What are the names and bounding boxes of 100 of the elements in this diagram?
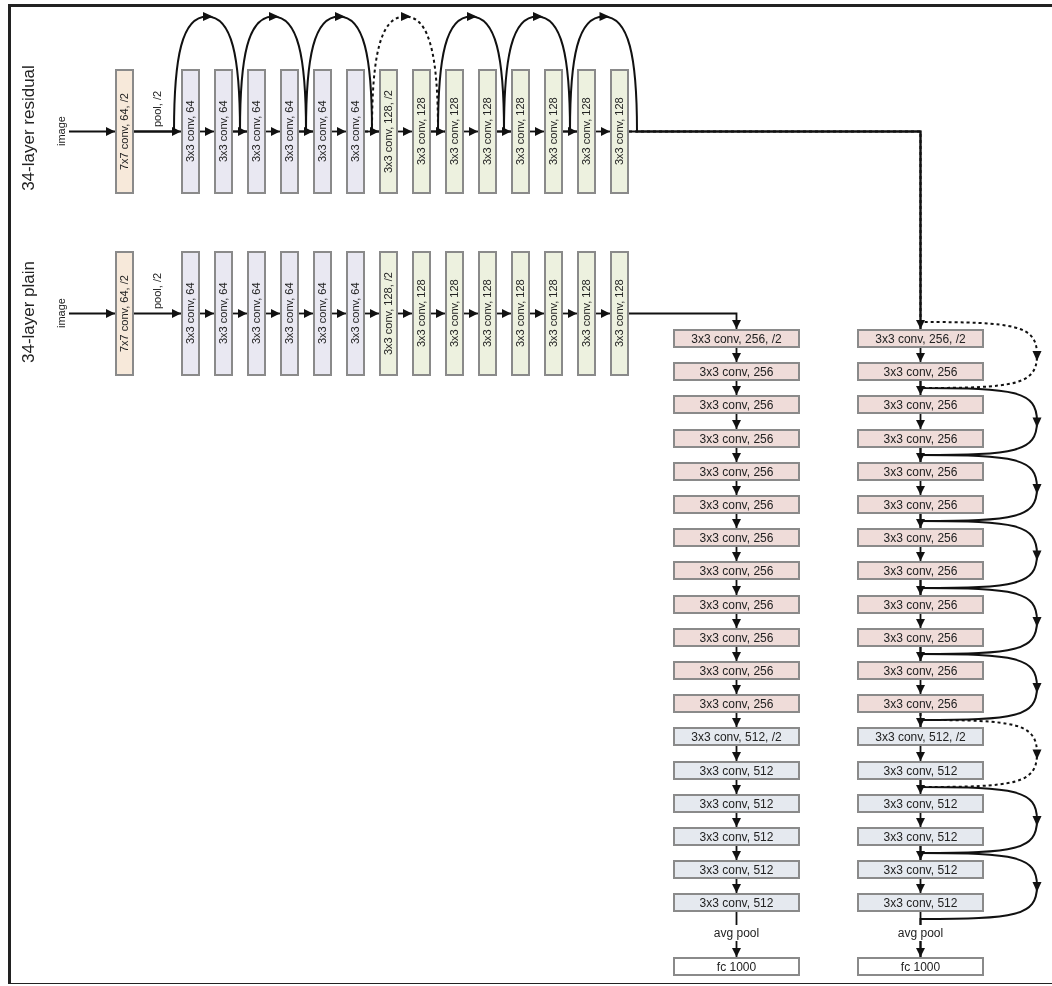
edge-label: avg pool: [895, 924, 946, 941]
arrow: [732, 347, 741, 363]
arrow: [916, 546, 925, 562]
layer-box: 3x3 conv, 64: [280, 251, 299, 376]
layer-box: 3x3 conv, 512: [857, 794, 984, 813]
layer-box: 3x3 conv, 256: [857, 462, 984, 481]
layer-box: 3x3 conv, 256: [673, 495, 800, 514]
edge-label: pool, /2: [151, 272, 163, 309]
arrow: [916, 613, 925, 629]
layer-box: 3x3 conv, 512, /2: [673, 727, 800, 746]
layer-box: 3x3 conv, 64: [247, 69, 266, 194]
layer-box: 3x3 conv, 128: [445, 69, 464, 194]
arrow: [732, 546, 741, 562]
arrow: [732, 878, 741, 894]
layer-box: 3x3 conv, 256: [673, 395, 800, 414]
layer-box: fc 1000: [673, 957, 800, 976]
layer-box: 3x3 conv, 256: [857, 628, 984, 647]
arrow: [133, 309, 182, 318]
arrow: [496, 309, 512, 318]
layer-box: 3x3 conv, 128: [478, 69, 497, 194]
layer-box: 3x3 conv, 256, /2: [857, 329, 984, 348]
arrow: [916, 878, 925, 894]
layer-box: 3x3 conv, 256: [857, 661, 984, 680]
layer-box: 3x3 conv, 128, /2: [379, 251, 398, 376]
arrow: [732, 845, 741, 861]
arrow: [595, 127, 611, 136]
layer-box: 3x3 conv, 256: [673, 595, 800, 614]
arrow: [463, 309, 479, 318]
layer-box: 3x3 conv, 256: [673, 362, 800, 381]
arrow: [628, 312, 741, 330]
layer-box: 3x3 conv, 64: [346, 251, 365, 376]
layer-box: 3x3 conv, 256: [857, 595, 984, 614]
layer-box: 3x3 conv, 256: [673, 528, 800, 547]
edge-label: pool, /2: [151, 90, 163, 127]
arrow: [397, 309, 413, 318]
arrow: [916, 413, 925, 430]
arrow: [463, 127, 479, 136]
layer-box: 3x3 conv, 128: [412, 251, 431, 376]
layer-box: 3x3 conv, 512: [857, 827, 984, 846]
row-title: 34-layer plain: [20, 260, 37, 364]
arrow: [732, 646, 741, 662]
layer-box: 3x3 conv, 256: [673, 661, 800, 680]
layer-box: 3x3 conv, 128: [544, 69, 563, 194]
arrow: [732, 679, 741, 695]
arrow: [732, 745, 741, 762]
layer-box: 3x3 conv, 256: [857, 362, 984, 381]
arrow: [265, 127, 281, 136]
arrow: [529, 127, 545, 136]
layer-box: 3x3 conv, 128: [544, 251, 563, 376]
layer-box: 3x3 conv, 128: [577, 69, 596, 194]
layer-box: 3x3 conv, 256: [857, 694, 984, 713]
arrow: [732, 447, 741, 463]
layer-box: 3x3 conv, 64: [214, 69, 233, 194]
layer-box: 3x3 conv, 512: [673, 761, 800, 780]
layer-box: 3x3 conv, 128: [610, 251, 629, 376]
layer-box: 3x3 conv, 64: [346, 69, 365, 194]
layer-box: 3x3 conv, 256: [673, 628, 800, 647]
arrow: [397, 127, 413, 136]
layer-box: 3x3 conv, 512: [857, 860, 984, 879]
arrow: [199, 309, 215, 318]
layer-box: 3x3 conv, 256: [673, 561, 800, 580]
arrow: [430, 309, 446, 318]
arrow: [732, 812, 741, 828]
arrow: [529, 309, 545, 318]
input-label: image: [54, 111, 69, 151]
layer-box: 3x3 conv, 128: [445, 251, 464, 376]
layer-box: 3x3 conv, 64: [247, 251, 266, 376]
layer-box: 3x3 conv, 512: [673, 893, 800, 912]
row-title: 34-layer residual: [20, 65, 37, 191]
layer-box: 3x3 conv, 64: [280, 69, 299, 194]
layer-box: 3x3 conv, 256: [857, 429, 984, 448]
arrow: [265, 309, 281, 318]
arrow: [916, 679, 925, 695]
arrow: [199, 127, 215, 136]
layer-box: 3x3 conv, 64: [313, 69, 332, 194]
layer-box: 3x3 conv, 64: [214, 251, 233, 376]
layer-box: 3x3 conv, 512: [857, 893, 984, 912]
layer-box: 3x3 conv, 256, /2: [673, 329, 800, 348]
layer-box: 3x3 conv, 256: [857, 395, 984, 414]
arrow: [732, 712, 741, 728]
arrow: [732, 413, 741, 430]
layer-box: 3x3 conv, 128: [478, 251, 497, 376]
layer-box: 3x3 conv, 64: [181, 69, 200, 194]
layer-box: 3x3 conv, 256: [857, 528, 984, 547]
layer-box: 3x3 conv, 256: [673, 429, 800, 448]
edge-label: avg pool: [711, 924, 762, 941]
layer-box: 3x3 conv, 256: [857, 561, 984, 580]
layer-box: 3x3 conv, 256: [857, 495, 984, 514]
layer-box: 3x3 conv, 128, /2: [379, 69, 398, 194]
layer-box: 3x3 conv, 64: [181, 251, 200, 376]
input-label: image: [54, 293, 69, 333]
arrow: [232, 309, 248, 318]
arrow: [331, 127, 347, 136]
layer-box: 3x3 conv, 512: [857, 761, 984, 780]
layer-box: 3x3 conv, 512: [673, 827, 800, 846]
layer-box: 3x3 conv, 512: [673, 860, 800, 879]
layer-box: 3x3 conv, 128: [412, 69, 431, 194]
layer-box: fc 1000: [857, 957, 984, 976]
arrow: [732, 380, 741, 396]
layer-box: 3x3 conv, 512, /2: [857, 727, 984, 746]
